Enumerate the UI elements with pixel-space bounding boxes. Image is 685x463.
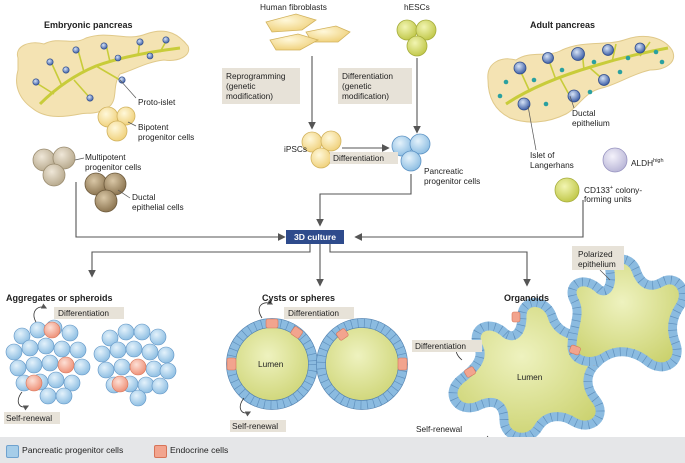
- differentiation-mid-tag: [330, 152, 398, 164]
- proto-islet-label: Proto-islet: [138, 97, 176, 107]
- reprogramming-label-2: (genetic: [226, 81, 256, 91]
- reprogramming-tag: [222, 68, 300, 104]
- lumen-cyst-label: Lumen: [258, 359, 284, 369]
- pancreatic-progenitor-label-2: progenitor cells: [424, 176, 481, 186]
- ipscs-label: iPSCs: [284, 144, 308, 154]
- ductal-epithelial-label-2: epithelial cells: [132, 202, 184, 212]
- adult-pancreas-title: Adult pancreas: [530, 20, 596, 30]
- cd133-superscript: +: [609, 185, 614, 191]
- organoids-title: Organoids: [504, 293, 550, 303]
- differentiation-mid-label: Differentiation: [333, 153, 385, 163]
- multipotent-cells: [32, 146, 76, 187]
- self-renewal-org-label: Self-renewal: [416, 424, 463, 434]
- aggregate-left: [5, 319, 91, 405]
- aggregates-title: Aggregates or spheroids: [6, 293, 113, 303]
- aldh-text: ALDH: [631, 157, 654, 168]
- pancreatic-progenitor-cluster: [391, 133, 431, 172]
- islet-label-1: Islet of: [530, 150, 555, 160]
- diff-cyst-tag: [284, 307, 354, 319]
- diff-org-label: Differentiation: [415, 341, 467, 351]
- differentiation-genetic-tag: [338, 68, 412, 104]
- reprogramming-label-3: modification): [226, 91, 274, 101]
- cd133-text-2: colony-: [613, 184, 643, 195]
- bipotent-label-2: progenitor cells: [138, 132, 195, 142]
- legend: Pancreatic progenitor cells Endocrine ce…: [0, 437, 685, 463]
- hesc-cells: [396, 19, 437, 57]
- differentiation-genetic-label-2: (genetic: [342, 81, 372, 91]
- islet-label-2: Langerhans: [530, 160, 574, 170]
- self-renewal-cyst-label: Self-renewal: [232, 421, 279, 431]
- diff-cyst-label: Differentiation: [288, 308, 340, 318]
- pancreatic-progenitor-label-1: Pancreatic: [424, 166, 464, 176]
- aldh-high-cell: [602, 147, 628, 173]
- cd133-label-2: forming units: [584, 194, 632, 204]
- diff-agg-tag: [54, 307, 124, 319]
- multipotent-label-2: progenitor cells: [85, 162, 142, 172]
- differentiation-genetic-label-3: modification): [342, 91, 390, 101]
- culture-box: 3D culture: [286, 230, 344, 244]
- cd133-label-1: CD133+ colony-: [584, 183, 642, 195]
- ductal-epithelium-label-2: epithelium: [572, 118, 610, 128]
- multipotent-label-1: Multipotent: [85, 152, 126, 162]
- organoid-large: [448, 298, 610, 442]
- aldh-superscript: high: [653, 158, 664, 164]
- ductal-epithelial-label-1: Ductal: [132, 192, 156, 202]
- hescs-label: hESCs: [404, 2, 430, 12]
- aggregate-right: [93, 323, 177, 407]
- cyst-left: [226, 318, 318, 410]
- self-renewal-agg-label: Self-renewal: [6, 413, 53, 423]
- self-renewal-agg-tag: [4, 412, 60, 424]
- human-fibroblasts-label: Human fibroblasts: [260, 2, 327, 12]
- bipotent-label-1: Bipotent: [138, 122, 169, 132]
- embryonic-pancreas-title: Embryonic pancreas: [44, 20, 133, 30]
- embryonic-pancreas-illustration: [16, 30, 190, 117]
- legend-progenitor-swatch: [6, 445, 19, 458]
- polarized-label-1: Polarized: [578, 249, 613, 259]
- ductal-epithelium-label-1: Ductal: [572, 108, 596, 118]
- fibroblast-cells: [265, 13, 351, 51]
- legend-endocrine-label: Endocrine cells: [170, 445, 229, 455]
- polarized-label-2: epithelium: [578, 259, 616, 269]
- aldh-label: ALDHhigh: [631, 156, 664, 168]
- diff-org-tag: [412, 340, 482, 352]
- ductal-epithelial-cells: [84, 172, 127, 213]
- cd133-cell: [554, 177, 580, 203]
- adult-pancreas-illustration: [487, 35, 674, 151]
- cysts-title: Cysts or spheres: [262, 293, 336, 303]
- lumen-organoid-label: Lumen: [517, 372, 543, 382]
- bipotent-cells: [97, 106, 136, 142]
- organoid-small: [567, 254, 685, 372]
- legend-endocrine-swatch: [154, 445, 167, 458]
- polarized-tag: [572, 246, 624, 270]
- cd133-text: CD133: [584, 184, 610, 195]
- self-renewal-cyst-tag: [230, 420, 286, 432]
- diff-agg-label: Differentiation: [58, 308, 110, 318]
- flow-arrows: [75, 56, 584, 287]
- differentiation-genetic-label-1: Differentiation: [342, 71, 394, 81]
- legend-progenitor-label: Pancreatic progenitor cells: [22, 445, 124, 455]
- reprogramming-label-1: Reprogramming: [226, 71, 286, 81]
- cyst-right: [316, 318, 408, 410]
